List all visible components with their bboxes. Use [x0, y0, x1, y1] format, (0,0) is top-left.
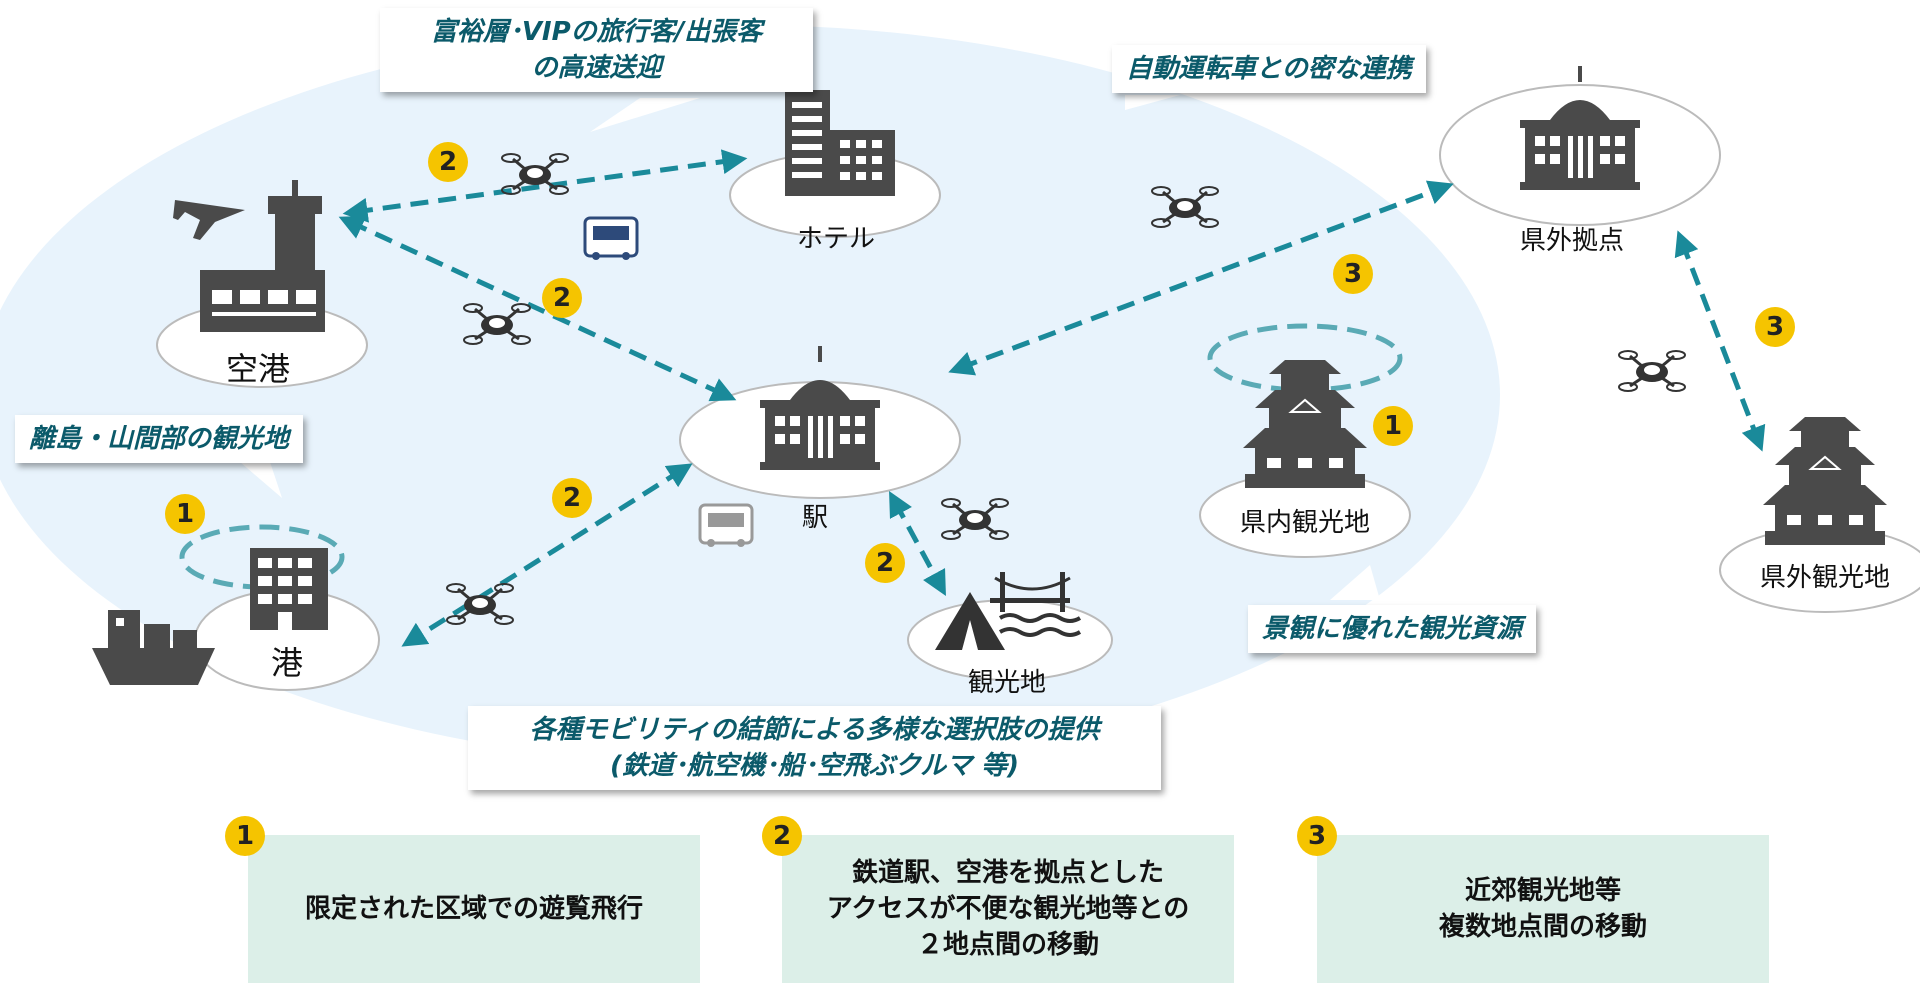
callout-islands: 離島・山間部の観光地 [15, 415, 304, 463]
legend-box-1: 限定された区域での遊覧飛行 [248, 835, 700, 983]
port-building-icon [250, 548, 328, 630]
legend-badge-1: 1 [225, 816, 265, 856]
airport-label: 空港 [225, 350, 291, 388]
legend-box-3: 近郊観光地等 複数地点間の移動 [1317, 835, 1769, 983]
badge-2-sightseeing: 2 [865, 543, 905, 583]
badge-1-inner-sight: 1 [1373, 406, 1413, 446]
callout-scenery: 景観に優れた観光資源 [1248, 605, 1537, 653]
badge-2-port: 2 [552, 478, 592, 518]
callout-modes: 各種モビリティの結節による多様な選択肢の提供 (鉄道･航空機･船･空飛ぶクルマ … [468, 706, 1161, 790]
route-station-sightseeing [889, 491, 946, 596]
pref-outer-base-label: 県外拠点 [1519, 226, 1625, 256]
sightseeing-icon [935, 572, 1082, 650]
route-outer-base-outer-sight [1674, 230, 1766, 452]
airport-icon [173, 180, 325, 332]
badge-2-airport-station: 2 [542, 278, 582, 318]
callout-tail-vip [590, 98, 700, 132]
pref-outer-sight-label: 県外観光地 [1759, 563, 1891, 593]
route-airport-station [338, 215, 737, 402]
legend-badge-3: 3 [1297, 816, 1337, 856]
badge-3-outer-base: 3 [1333, 254, 1373, 294]
pref-inner-sight-label: 県内観光地 [1239, 508, 1371, 538]
route-station-port [401, 463, 693, 647]
station-label: 駅 [801, 503, 829, 533]
legend-box-2: 鉄道駅、空港を拠点とした アクセスが不便な観光地等との ２地点間の移動 [782, 835, 1234, 983]
badge-1-port: 1 [165, 494, 205, 534]
callout-vip: 富裕層･VIPの旅行客/出張客 の高速送迎 [380, 8, 813, 92]
hotel-icon [785, 60, 895, 196]
callout-tail-scenery [1330, 565, 1380, 600]
drone-icon-6 [1617, 349, 1687, 393]
port-label: 港 [270, 644, 304, 682]
badge-2-hotel: 2 [428, 142, 468, 182]
route-airport-hotel [342, 149, 748, 223]
outer-castle-icon [1762, 416, 1888, 546]
route-station-outer-base [948, 180, 1454, 376]
hotel-label: ホテル [796, 224, 876, 254]
legend-badge-2: 2 [762, 816, 802, 856]
sightseeing-label: 観光地 [967, 668, 1047, 698]
badge-3-outer-sight: 3 [1755, 307, 1795, 347]
bus-icon-lower [698, 503, 754, 547]
callout-tail-islands [240, 462, 282, 498]
bus-icon-upper [583, 216, 639, 260]
ship-icon [92, 610, 215, 685]
callout-tail-autonomous [1125, 95, 1180, 110]
callout-autonomous: 自動運転車との密な連携 [1112, 45, 1426, 93]
